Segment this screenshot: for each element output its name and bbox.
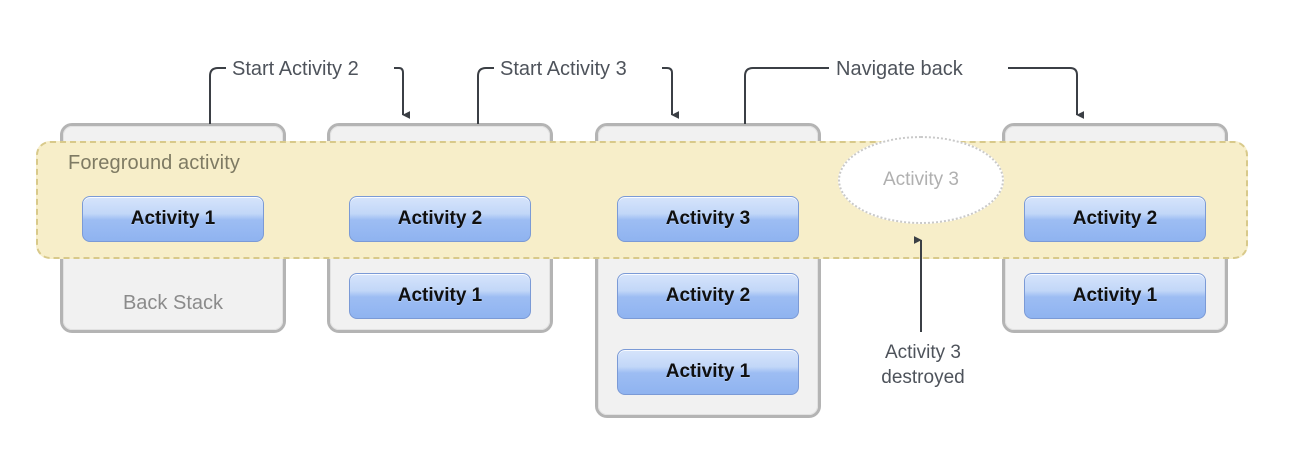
destroyed-note-line-1: Activity 3 xyxy=(884,342,962,363)
destroyed-note-line-2: destroyed xyxy=(881,367,965,388)
back-stack-label: Back Stack xyxy=(122,292,224,314)
activity-box-4-2[interactable]: Activity 1 xyxy=(1024,273,1206,319)
activity-box-4-1[interactable]: Activity 2 xyxy=(1024,196,1206,242)
destroyed-activity-note: Activity 3 destroyed xyxy=(858,340,988,390)
activity-box-3-3[interactable]: Activity 1 xyxy=(617,349,799,395)
transition-label-start-activity-3: Start Activity 3 xyxy=(500,58,627,80)
foreground-activity-label: Foreground activity xyxy=(68,152,240,174)
activity-box-3-1[interactable]: Activity 3 xyxy=(617,196,799,242)
activity-box-1-1[interactable]: Activity 1 xyxy=(82,196,264,242)
activity-box-2-1[interactable]: Activity 2 xyxy=(349,196,531,242)
destroyed-activity-cloud: Activity 3 xyxy=(838,136,1004,224)
transition-label-start-activity-2: Start Activity 2 xyxy=(232,58,359,80)
transition-label-navigate-back: Navigate back xyxy=(836,58,963,80)
activity-box-3-2[interactable]: Activity 2 xyxy=(617,273,799,319)
activity-box-2-2[interactable]: Activity 1 xyxy=(349,273,531,319)
